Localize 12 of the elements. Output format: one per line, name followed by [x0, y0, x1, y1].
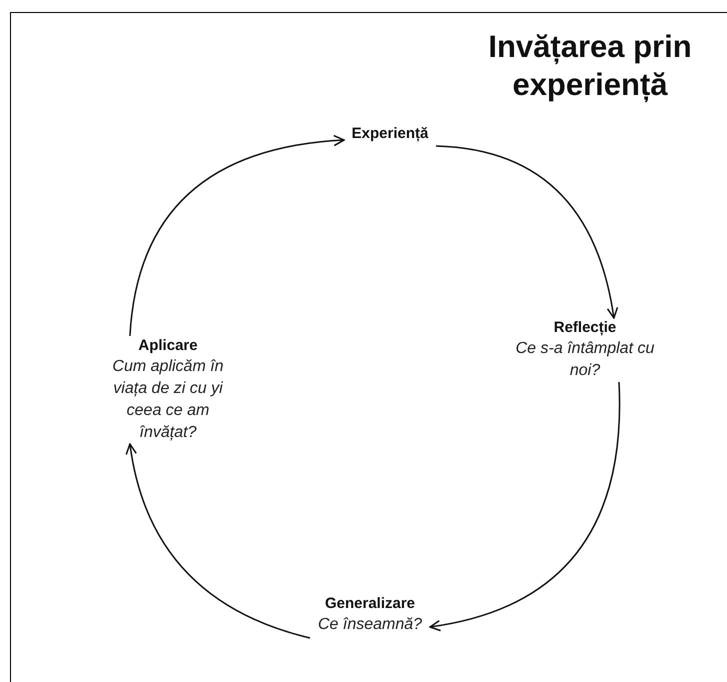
stage-heading: Experiență	[352, 124, 428, 144]
curved-arrow	[429, 382, 620, 631]
stage-heading: Reflecție	[554, 318, 616, 338]
stage-question: Cum aplicăm în viața de zi cu yi ceea ce am învățat?	[111, 357, 225, 443]
curved-arrow	[436, 145, 618, 319]
stage-heading: Aplicare	[138, 336, 198, 356]
title: Invățarea prin experiență	[487, 28, 693, 104]
curved-arrow	[129, 135, 345, 336]
curved-arrow	[126, 443, 310, 639]
stage-heading: Generalizare	[324, 594, 416, 614]
stage-question: Ce înseamnă?	[318, 615, 422, 635]
stage-question: Ce s-a întâmplat cu noi?	[514, 339, 656, 381]
